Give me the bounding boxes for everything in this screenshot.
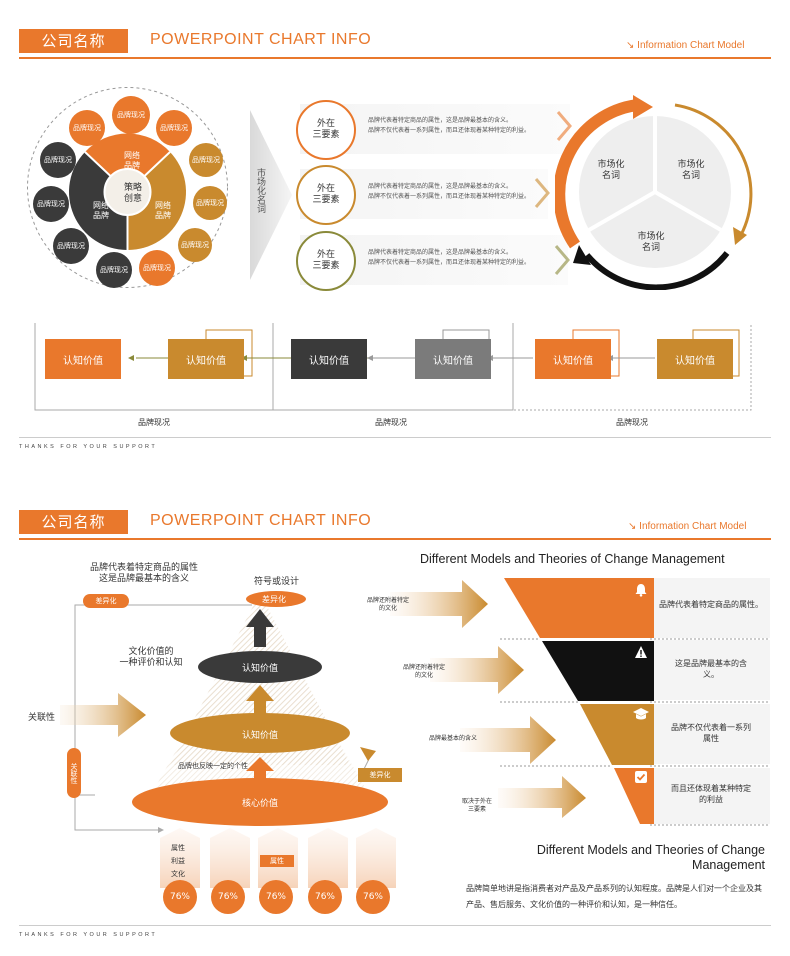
factor-chevrons	[534, 111, 572, 275]
percent-circle: 76%	[356, 880, 390, 914]
arrow-icon: ↘	[626, 40, 638, 51]
ring-circle: 品牌现况	[178, 228, 212, 262]
factor-text-3: 品牌代表着特定商品的属性，这是品牌最基本的含义。 品牌不仅代表着一系列属性，而且…	[368, 249, 531, 266]
arrow-note-3: 品牌最基本的含义	[428, 735, 477, 742]
checkmark-icon	[635, 771, 647, 783]
factor-text-2: 品牌代表着特定商品的属性，这是品牌最基本的含义。 品牌不仅代表着一系列属性，而且…	[368, 183, 531, 200]
warning-icon	[635, 646, 647, 658]
sub-heading: Different Models and Theories of Change …	[536, 843, 765, 872]
ring-circle: 品牌现况	[189, 143, 223, 177]
funnel-text-2: 这是品牌最基本的含 义。	[675, 659, 747, 679]
symbol-label: 符号或设计	[254, 577, 300, 587]
diff-small-tag: 差异化	[358, 768, 402, 782]
arrow-note-1: 品牌还附着特定 的文化	[366, 597, 409, 612]
pyramid-diagram	[74, 591, 388, 833]
ring-circle: 品牌现况	[139, 250, 175, 286]
relevance-label: 关联性	[28, 713, 56, 723]
arrow-note-4: 取决于外在 三要素	[461, 798, 492, 813]
footer-text-bottom: THANKS FOR YOUR SUPPORT	[19, 932, 158, 938]
relevance-arrow	[60, 693, 146, 737]
footer-text-top: THANKS FOR YOUR SUPPORT	[19, 444, 158, 450]
cycle-label-2: 市场化 名词	[677, 160, 705, 181]
ring-circle: 品牌现况	[40, 142, 76, 178]
footer-line-bottom	[19, 925, 771, 926]
value-box-1: 认知价值	[45, 339, 121, 379]
percent-circle: 76%	[308, 880, 342, 914]
cycle-label-1: 市场化 名词	[597, 160, 625, 181]
brand-circle-diagram	[27, 87, 228, 288]
ring-circle: 品牌现况	[112, 96, 150, 134]
segment-top	[85, 133, 170, 192]
segment-left	[68, 152, 128, 251]
top-note: 品牌代表着特定商品的属性 这是品牌最基本的含义	[89, 563, 198, 584]
bell-icon	[635, 584, 647, 597]
factor-circle-2: 外在 三要素	[296, 165, 356, 225]
ring-circle: 品牌现况	[69, 110, 105, 146]
funnel-text-4: 而且还体现着某种特定 的利益	[671, 784, 751, 804]
cognitive-dark-label: 认知价值	[241, 664, 278, 674]
percent-circle: 76%	[259, 880, 293, 914]
graduation-cap-icon	[633, 708, 649, 720]
ring-circle: 品牌现况	[53, 228, 89, 264]
funnel-text-1: 品牌代表着特定商品的属性。	[659, 600, 763, 609]
header-line-top	[19, 57, 771, 59]
footer-line-top	[19, 437, 771, 438]
bottom-label-1: 品牌现况	[138, 418, 170, 427]
slide-title-bottom: POWERPOINT CHART INFO	[150, 512, 372, 529]
ring-circle: 品牌现况	[156, 110, 192, 146]
slide-title-top: POWERPOINT CHART INFO	[150, 31, 372, 48]
diff-top-label: 差异化	[262, 595, 286, 604]
factor-circle-3: 外在 三要素	[296, 231, 356, 291]
reflect-note: 品牌也反映一定的个性	[178, 762, 248, 770]
right-label-bottom: ↘ Information Chart Model	[628, 521, 747, 532]
paragraph: 品牌简单地讲是指消费者对产品及产品系列的认知程度。品牌是人们对一个企业及其产品、…	[466, 884, 762, 909]
company-tag-top: 公司名称	[19, 29, 128, 53]
segment-label-left: 网络 品牌	[93, 201, 109, 220]
bottom-label-3: 品牌现况	[616, 418, 648, 427]
segment-right	[127, 152, 187, 251]
arrow-label: 市场化名词	[255, 168, 265, 213]
value-box-5: 认知价值	[535, 339, 611, 379]
factor-text-1: 品牌代表着特定商品的属性，这是品牌最基本的含义。 品牌不仅代表着一系列属性，而且…	[368, 117, 531, 134]
value-box-6: 认知价值	[657, 339, 733, 379]
right-label-top: ↘ Information Chart Model	[626, 40, 745, 51]
funnel-text-3: 品牌不仅代表着一系列 属性	[671, 723, 751, 743]
company-tag-bottom: 公司名称	[19, 510, 128, 534]
bottom-label-2: 品牌现况	[375, 418, 407, 427]
factor-circle-1: 外在 三要素	[296, 100, 356, 160]
arrow-icon: ↘	[628, 521, 640, 532]
segment-label-top: 网络 品牌	[124, 151, 140, 170]
cognitive-gold-label: 认知价值	[241, 731, 278, 741]
cycle-label-3: 市场化 名词	[637, 232, 665, 253]
ring-circle: 品牌现况	[33, 186, 69, 222]
value-box-3: 认知价值	[291, 339, 367, 379]
side-tag: 关联性	[67, 748, 81, 798]
chevron-arrow	[250, 110, 292, 280]
value-flow-frames	[34, 323, 752, 411]
segment-label-right: 网络 品牌	[155, 201, 171, 220]
arrow-note-2: 品牌还附着特定 的文化	[402, 664, 445, 679]
ring-circle: 品牌现况	[193, 186, 227, 220]
right-arrows	[390, 580, 586, 818]
attr-list: 属性 利益 文化	[171, 844, 185, 878]
percent-circle: 76%	[211, 880, 245, 914]
value-box-4: 认知价值	[415, 339, 491, 379]
culture-note: 文化价值的 一种评价和认知	[119, 647, 183, 668]
funnel-diagram	[500, 578, 770, 826]
ring-circle: 品牌现况	[96, 252, 132, 288]
center-label: 策略 创意	[123, 183, 142, 204]
main-heading: Different Models and Theories of Change …	[420, 552, 725, 566]
header-line-bottom	[19, 538, 771, 540]
percent-columns	[160, 828, 396, 888]
cycle-diagram	[555, 95, 753, 290]
core-label: 核心价值	[241, 799, 278, 809]
attr-tag: 属性	[260, 855, 294, 867]
percent-circle: 76%	[163, 880, 197, 914]
value-box-2: 认知价值	[168, 339, 244, 379]
diff-tag: 差异化	[83, 594, 129, 608]
